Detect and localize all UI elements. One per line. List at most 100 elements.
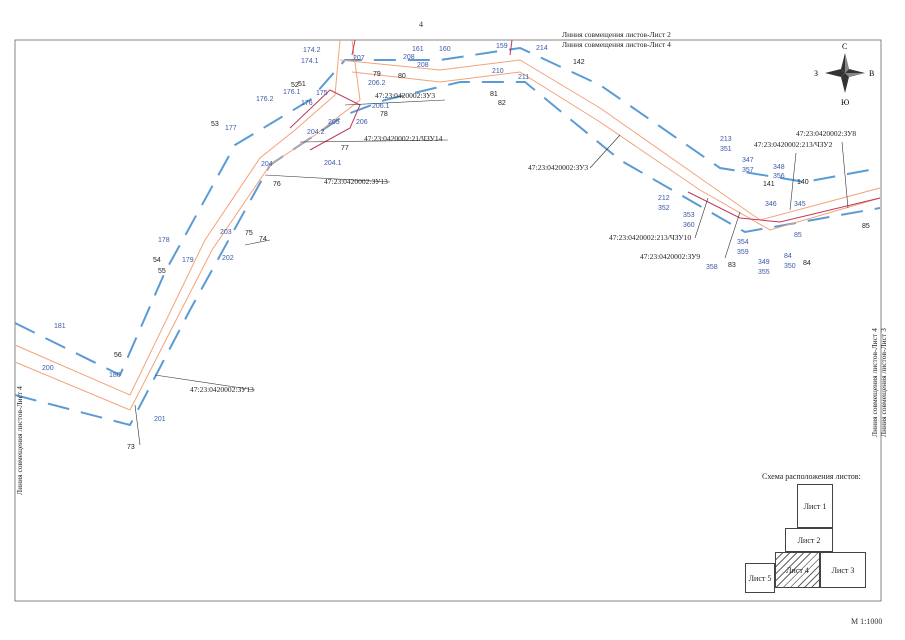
joint-line-top-1: Линия совмещения листов-Лист 2: [562, 30, 671, 39]
key-label: 54: [153, 257, 161, 264]
key-label: 77: [341, 145, 349, 152]
key-label: 79: [373, 71, 381, 78]
compass-north: С: [842, 42, 847, 51]
point-label: 204: [261, 161, 273, 168]
point-label: 349: [758, 259, 770, 266]
key-label: 73: [127, 444, 135, 451]
point-label: 207: [353, 55, 365, 62]
point-label: 176.1: [283, 89, 301, 96]
point-label: 84: [784, 253, 792, 260]
legend-sheet-5: Лист 5: [745, 563, 775, 593]
point-label: 180: [109, 372, 121, 379]
legend-title: Схема расположения листов:: [762, 472, 861, 481]
legend-sheet-2: Лист 2: [785, 528, 833, 552]
road-corridor: [14, 39, 881, 411]
key-label: 76: [273, 181, 281, 188]
point-label: 213: [720, 136, 732, 143]
point-label: 347: [742, 157, 754, 164]
point-label: 160: [439, 46, 451, 53]
point-label: 208: [403, 54, 415, 61]
point-label: 200: [42, 365, 54, 372]
point-label: 359: [737, 249, 749, 256]
point-label: 176.2: [256, 96, 274, 103]
point-label: 211: [518, 74, 529, 81]
key-label: 84: [803, 260, 811, 267]
point-label: 210: [492, 68, 504, 75]
parcel-label: 47:23:0420002:ЗУ9: [640, 252, 700, 261]
key-points: 51 52 53 54 55 56 73 74 75 76 77 78 79 8…: [114, 59, 870, 451]
key-label: 51: [298, 81, 306, 88]
scale-label: М 1:1000: [851, 617, 883, 626]
point-label: 201: [154, 416, 166, 423]
parcel-label: 47:23:0420002:213/ЧЗУ10: [609, 233, 691, 242]
parcel-labels: 47:23:0420002:ЗУ13 47:23:0420002:ЗУ13 47…: [190, 91, 856, 394]
parcel-label: 47:23:0420002:ЗУ13: [190, 385, 254, 394]
parcel-label: 47:23:0420002:21/ЧЗУ14: [364, 134, 443, 143]
compass-south: Ю: [841, 98, 849, 107]
point-label: 214: [536, 45, 548, 52]
point-label: 348: [773, 164, 785, 171]
point-label: 358: [706, 264, 718, 271]
key-label: 82: [498, 100, 506, 107]
parcel-label: 47:23:0420002:ЗУ3: [528, 163, 588, 172]
parcel-boundary: [289, 39, 881, 223]
point-label: 350: [784, 263, 796, 270]
point-label: 159: [496, 43, 508, 50]
parcel-label: 47:23:0420002:ЗУ8: [796, 129, 856, 138]
point-label: 178: [158, 237, 170, 244]
point-label: 206.2: [368, 80, 386, 87]
key-label: 75: [245, 230, 253, 237]
point-label: 177: [225, 125, 237, 132]
point-label: 206: [356, 119, 368, 126]
point-label: 355: [758, 269, 770, 276]
page-number: 4: [419, 20, 423, 29]
point-label: 175: [316, 90, 328, 97]
joint-line-right-1: Линия совмещения листов-Лист 4: [870, 328, 879, 437]
point-label: 206.1: [372, 103, 390, 110]
joint-line-right-2: Линия совмещения листов-Лист 3: [879, 328, 888, 437]
parcel-label: 47:23:0420002:213/ЧЗУ2: [754, 140, 833, 149]
compass-rose-icon: С Ю З В: [814, 42, 874, 107]
leader-lines: [134, 99, 849, 446]
key-label: 80: [398, 73, 406, 80]
key-label: 52: [291, 82, 299, 89]
drawing-frame: [14, 39, 882, 602]
point-label: 203: [220, 229, 232, 236]
key-label: 53: [211, 121, 219, 128]
joint-line-left: Линия совмещения листов-Лист 4: [15, 386, 24, 495]
protection-zone: [14, 46, 881, 427]
joint-line-top-2: Линия совмещения листов-Лист 4: [562, 40, 671, 49]
key-label: 78: [380, 111, 388, 118]
parcel-label: 47:23:0420002:ЗУ3: [375, 91, 435, 100]
point-label: 346: [765, 201, 777, 208]
key-label: 140: [797, 179, 809, 186]
point-label: 179: [182, 257, 194, 264]
point-label: 176: [301, 100, 313, 107]
compass-east: В: [869, 69, 874, 78]
point-label: 181: [54, 323, 66, 330]
parcel-label: 47:23:0420002:ЗУ13: [324, 177, 388, 186]
point-label: 174.2: [303, 47, 321, 54]
point-label: 356: [773, 173, 785, 180]
key-label: 85: [862, 223, 870, 230]
point-label: 212: [658, 195, 670, 202]
point-label: 161: [412, 46, 424, 53]
point-label: 174.1: [301, 58, 319, 65]
point-label: 345: [794, 201, 806, 208]
key-label: 74: [259, 236, 267, 243]
legend-sheet-3: Лист 3: [820, 552, 866, 588]
key-label: 141: [763, 181, 775, 188]
compass-west: З: [814, 69, 818, 78]
point-label: 353: [683, 212, 695, 219]
point-label: 202: [222, 255, 234, 262]
point-numbers: 174.2 174.1 175 176.1 176.2 176 177 178 …: [42, 43, 806, 423]
point-label: 357: [742, 167, 754, 174]
key-label: 55: [158, 268, 166, 275]
point-label: 205: [328, 119, 340, 126]
point-label: 204.1: [324, 160, 342, 167]
key-label: 81: [490, 91, 498, 98]
point-label: 208: [417, 62, 429, 69]
legend-sheet-4: Лист 4: [775, 552, 820, 588]
point-label: 351: [720, 146, 732, 153]
